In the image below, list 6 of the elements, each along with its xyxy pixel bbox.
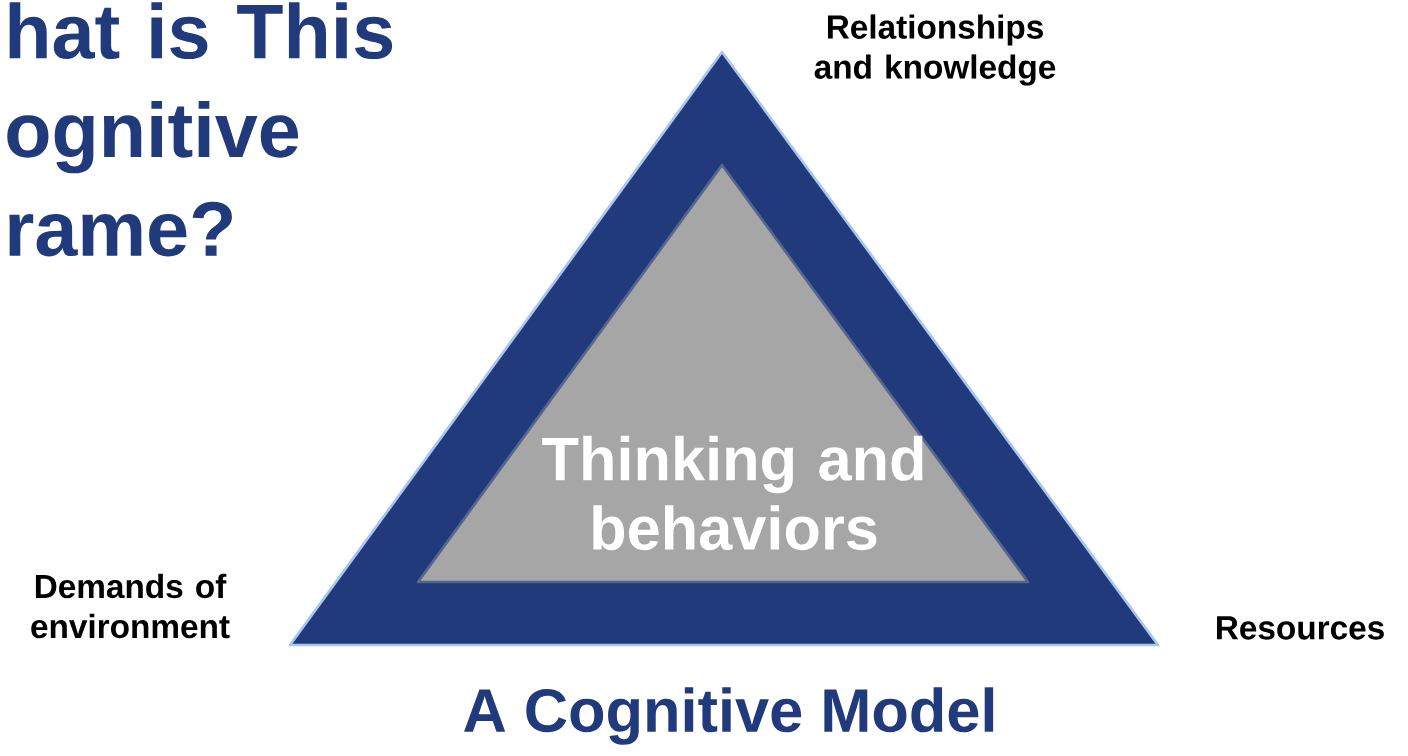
caption: A Cognitive Model	[464, 687, 994, 745]
corner-label: Demands of environment	[31, 573, 230, 639]
title: hat is This ognitive rame?	[7, 2, 393, 257]
triangle: Thinking and behaviors	[416, 163, 1030, 584]
corner-label: Relationships and knowledge	[814, 14, 1056, 86]
corner-label: Resources	[1217, 616, 1384, 640]
